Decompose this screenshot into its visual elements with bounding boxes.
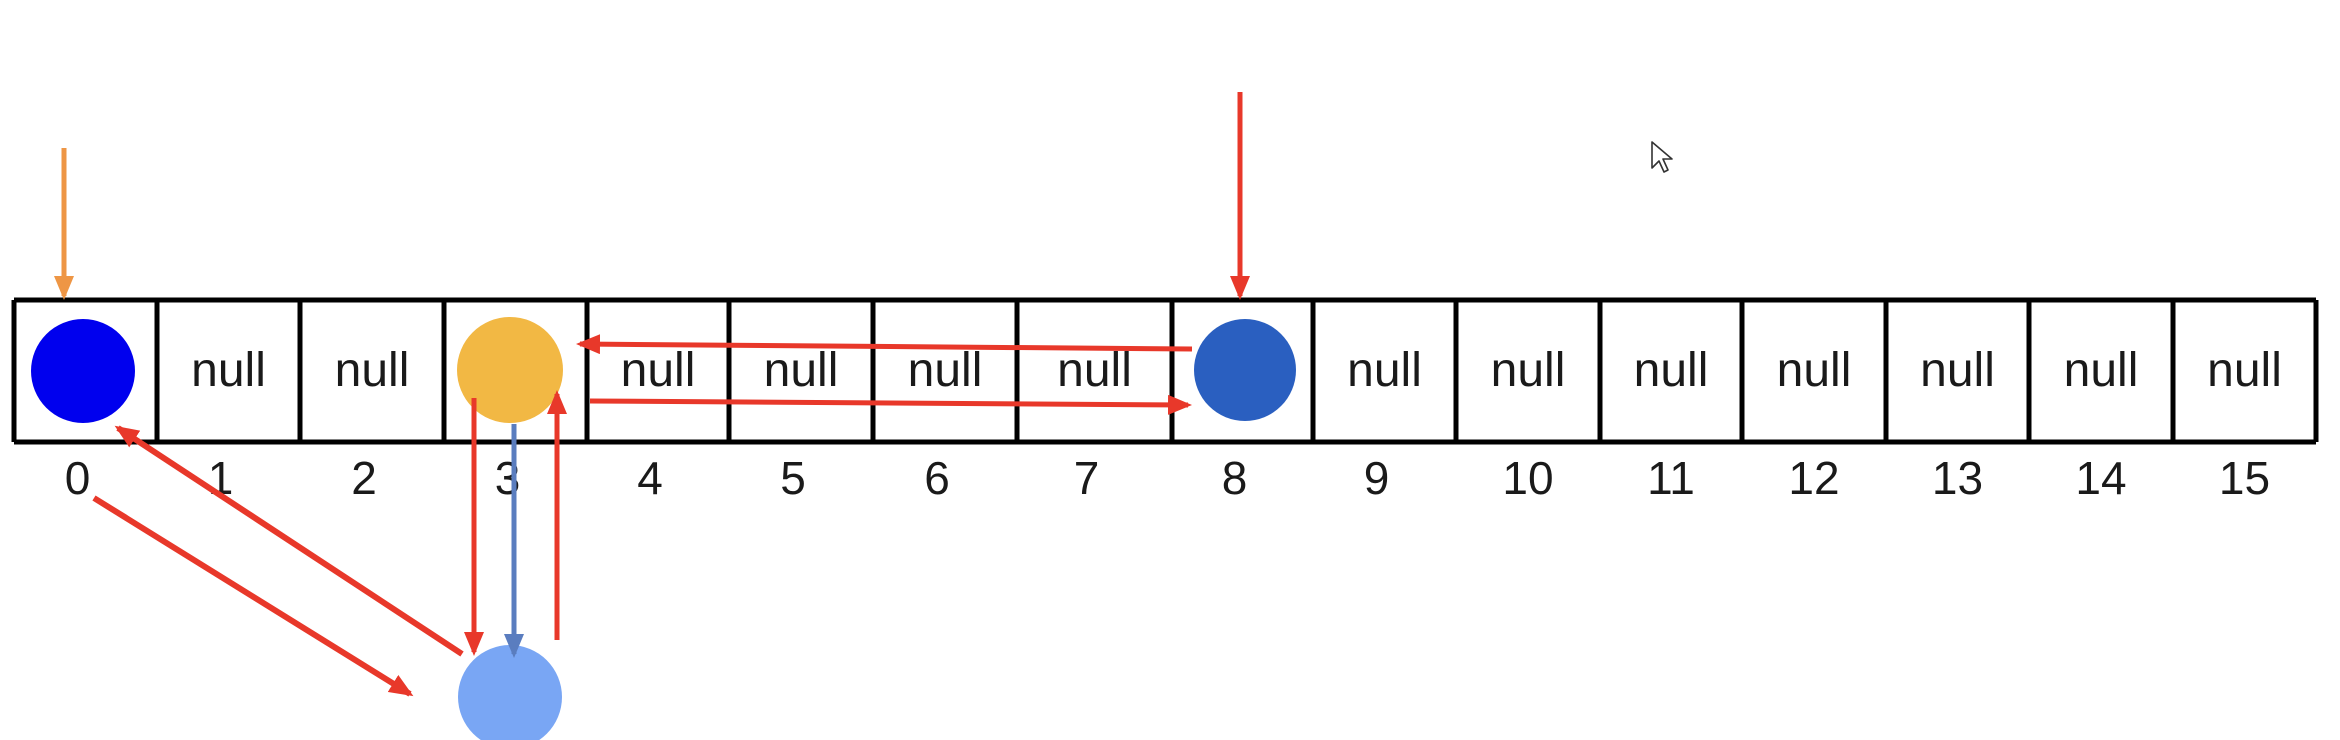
cell-value: null xyxy=(908,344,983,397)
cell-index-label: 0 xyxy=(65,452,91,504)
node-at-index-0 xyxy=(31,319,135,423)
cell-value: null xyxy=(2207,344,2282,397)
cell-index-label: 13 xyxy=(1932,452,1983,504)
node-at-index-3 xyxy=(457,317,563,423)
cell-index-label: 11 xyxy=(1647,452,1695,504)
mouse-pointer-icon xyxy=(1651,141,1673,173)
node-at-index-8 xyxy=(1194,319,1296,421)
cell-index-label: 15 xyxy=(2219,452,2270,504)
node-below-index-3 xyxy=(458,645,562,740)
cell-value: null xyxy=(1920,344,1995,397)
arrow-bottom-node-to-0 xyxy=(114,425,464,657)
cell-value: null xyxy=(1777,344,1852,397)
arrow-0-to-bottom-node xyxy=(92,495,414,697)
cell-index-label: 12 xyxy=(1788,452,1839,504)
arrow-3-to-8-next xyxy=(589,394,1192,415)
cell-value: null xyxy=(335,344,410,397)
cell-value: null xyxy=(191,344,266,397)
cell-index-label: 14 xyxy=(2075,452,2126,504)
cell-value: null xyxy=(2064,344,2139,397)
cell-value: null xyxy=(1634,344,1709,397)
cell-index-label: 8 xyxy=(1222,452,1248,504)
cell-index-label: 7 xyxy=(1074,452,1100,504)
cell-value: null xyxy=(764,344,839,397)
cell-index-label: 4 xyxy=(637,452,663,504)
arrow-8-to-3-prev xyxy=(576,334,1193,355)
cell-index-label: 6 xyxy=(924,452,950,504)
cell-value: null xyxy=(1491,344,1566,397)
cell-value: null xyxy=(621,344,696,397)
cell-index-label: 5 xyxy=(780,452,806,504)
cell-value: null xyxy=(1057,344,1132,397)
cell-index-label: 2 xyxy=(351,452,377,504)
cell-index-label: 9 xyxy=(1364,452,1390,504)
cell-index-label: 10 xyxy=(1502,452,1553,504)
cell-value: null xyxy=(1347,344,1422,397)
